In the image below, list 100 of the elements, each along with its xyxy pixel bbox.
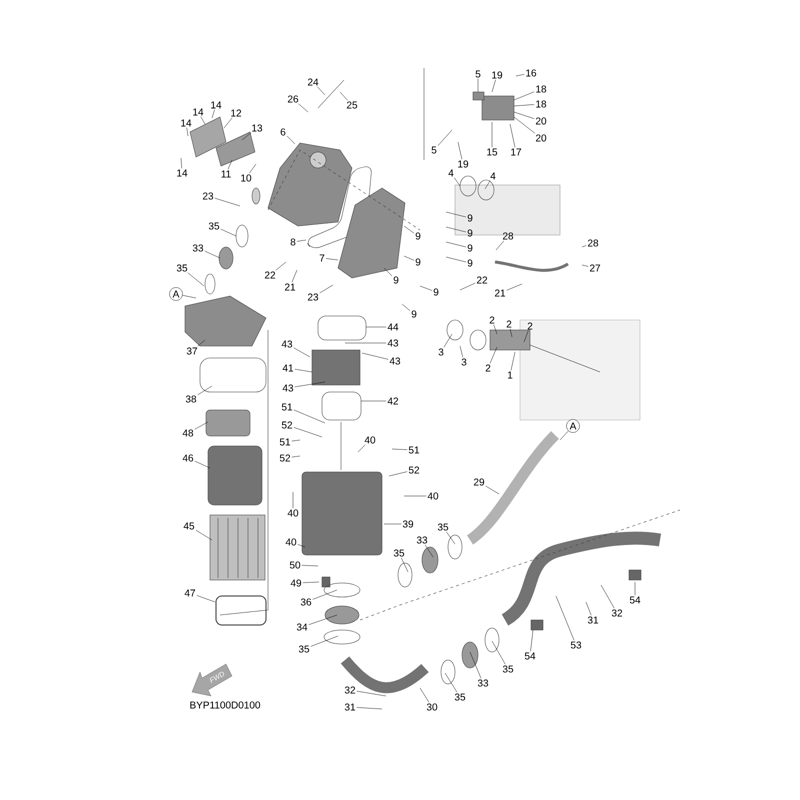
callout-number: 43 — [390, 357, 400, 365]
callout-number: 37 — [186, 347, 198, 355]
callout-number: 2 — [506, 320, 512, 328]
callout-number: 42 — [388, 398, 398, 404]
callout-number: 53 — [570, 641, 582, 649]
leader-line — [486, 486, 500, 494]
callout-number: 15 — [487, 148, 498, 156]
callout-number: 14 — [181, 120, 192, 126]
leader-line — [514, 112, 534, 119]
callout-number: 43 — [282, 384, 294, 392]
callout-number: 4 — [448, 170, 454, 176]
leader-line — [286, 136, 296, 144]
leader-line — [197, 340, 206, 346]
callout-number: 31 — [344, 703, 356, 711]
leader-line — [560, 430, 569, 440]
leader-line — [401, 558, 408, 572]
leader-line — [294, 348, 310, 358]
callout-number: 36 — [300, 598, 312, 606]
callout-number: 34 — [296, 623, 308, 631]
leader-line — [194, 460, 210, 468]
callout-number: 28 — [502, 232, 514, 240]
callout-number: 44 — [388, 324, 398, 330]
callout-number: 35 — [502, 665, 514, 673]
leader-line — [320, 284, 334, 294]
callout-number: 18 — [536, 100, 546, 108]
callout-number: 19 — [458, 160, 468, 168]
leader-line — [310, 636, 338, 647]
leader-line — [600, 584, 614, 608]
leader-line — [388, 471, 408, 476]
callout-number: 35 — [454, 693, 466, 701]
leader-line — [214, 198, 240, 206]
leader-line — [420, 688, 430, 702]
callout-number: 9 — [434, 288, 438, 296]
callout-number: 21 — [494, 290, 506, 296]
callout-number: 5 — [476, 70, 480, 78]
leader-line — [506, 284, 522, 290]
leader-line — [496, 240, 504, 250]
leader-line — [292, 270, 298, 283]
callout-number: 32 — [612, 609, 622, 617]
callout-number: 9 — [394, 276, 398, 284]
leader-line — [358, 444, 366, 452]
callout-number: 40 — [428, 492, 438, 500]
callout-number: 33 — [478, 679, 488, 687]
leader-line — [484, 180, 490, 190]
callout-number: 49 — [290, 579, 302, 587]
callout-number: 48 — [182, 429, 194, 437]
callout-number: 43 — [388, 339, 398, 347]
leader-line — [470, 652, 482, 678]
leader-line — [228, 160, 232, 170]
drawing-code: BYP1100D0100 — [190, 701, 260, 709]
callout-number: 20 — [536, 117, 546, 125]
leader-line — [514, 104, 534, 106]
callout-number: 50 — [290, 561, 300, 569]
callout-number: 51 — [408, 446, 420, 454]
leader-line — [186, 127, 188, 136]
callout-number: 35 — [208, 222, 220, 230]
leader-line — [220, 228, 236, 236]
callout-number: 23 — [202, 192, 214, 200]
leader-line — [582, 245, 586, 248]
leader-line — [444, 334, 452, 348]
callout-number: 9 — [468, 214, 472, 222]
leader-line — [302, 582, 320, 583]
leader-line — [340, 92, 348, 100]
leader-line — [292, 456, 300, 458]
callout-number: 26 — [288, 95, 298, 103]
callout-number: 31 — [588, 616, 598, 624]
callout-number: 27 — [590, 264, 600, 272]
leader-line — [224, 118, 232, 128]
leader-line — [308, 614, 338, 625]
leader-line — [446, 256, 466, 262]
callout-number: 22 — [264, 272, 276, 278]
callout-number: 33 — [416, 536, 428, 544]
callout-number: 24 — [308, 78, 318, 86]
leader-line — [493, 324, 498, 334]
leader-line — [516, 74, 524, 76]
callout-number: 40 — [364, 436, 376, 444]
leader-line — [634, 582, 636, 596]
callout-number: 14 — [177, 170, 188, 176]
leader-line — [292, 440, 300, 442]
leader-line — [438, 130, 452, 146]
leader-line — [294, 382, 326, 388]
leader-line — [404, 226, 414, 234]
callout-number: 47 — [184, 590, 196, 596]
leader-line — [556, 596, 574, 640]
leader-line — [362, 352, 388, 360]
callout-number: 11 — [222, 170, 231, 178]
callout-number: 18 — [536, 85, 546, 93]
callout-number: 9 — [468, 244, 472, 252]
callout-number: 54 — [524, 652, 536, 660]
callout-number: 5 — [432, 146, 436, 154]
leader-line — [292, 492, 294, 508]
callout-number: 23 — [308, 293, 318, 301]
leader-line — [514, 92, 534, 100]
callout-number: 35 — [394, 549, 404, 557]
leader-line — [454, 177, 460, 186]
callout-number: 29 — [474, 478, 484, 486]
callout-number: 43 — [282, 340, 292, 348]
leader-line — [196, 595, 216, 602]
leader-line — [298, 544, 306, 548]
callout-number: 46 — [182, 454, 194, 462]
